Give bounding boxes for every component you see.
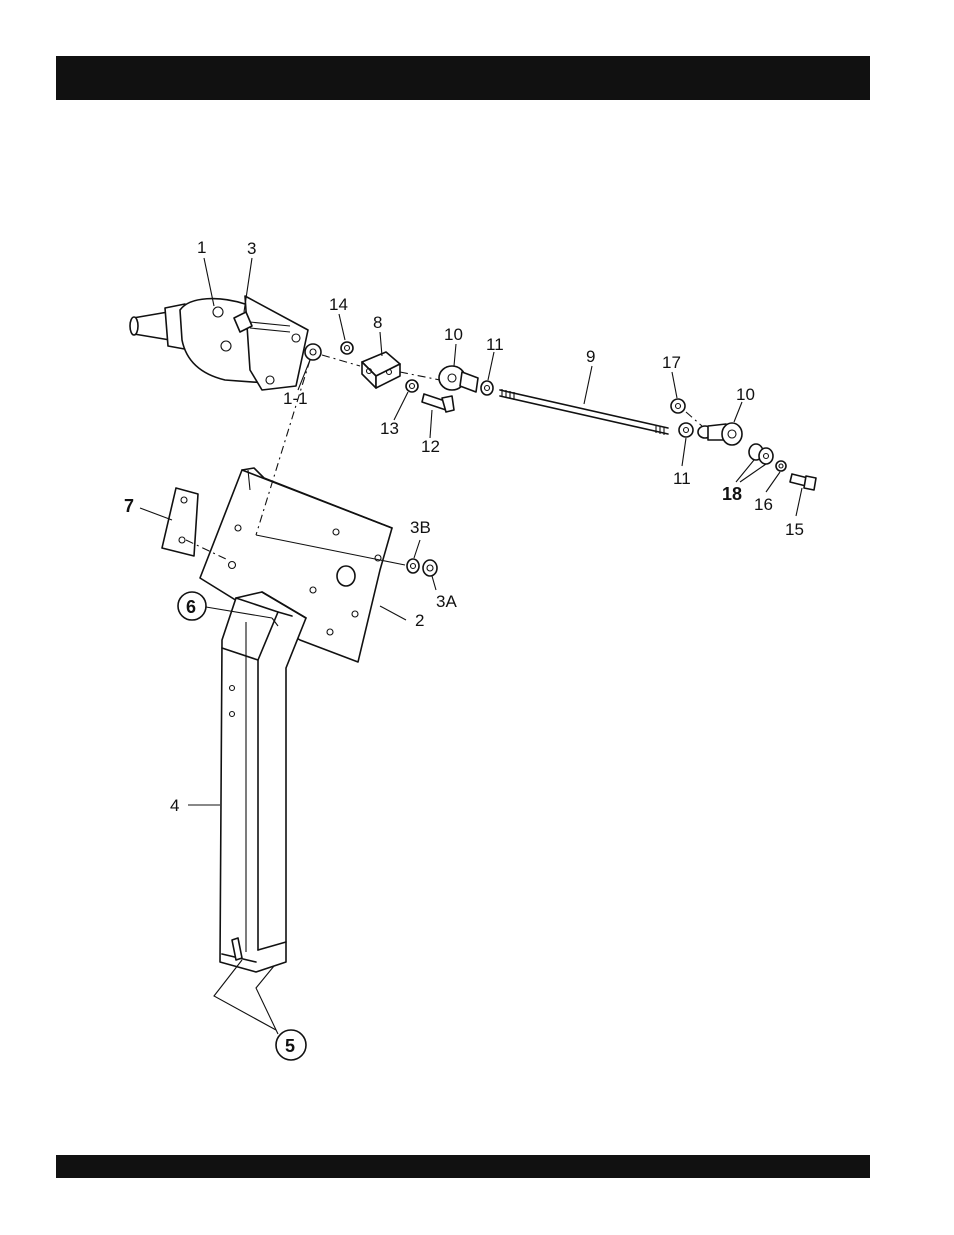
callout-15: 15	[785, 520, 804, 539]
callout-18: 18	[722, 484, 742, 504]
callout-3A: 3A	[436, 592, 457, 611]
callout-6: 6	[186, 597, 196, 617]
callout-4: 4	[170, 796, 179, 815]
callout-7: 7	[124, 496, 134, 516]
callout-17: 17	[662, 353, 681, 372]
callout-5: 5	[285, 1036, 295, 1056]
callout-1-1: 1-1	[283, 389, 308, 408]
callout-1: 1	[197, 238, 206, 257]
callout-3B: 3B	[410, 518, 431, 537]
callout-10a: 10	[444, 325, 463, 344]
callout-9: 9	[586, 347, 595, 366]
callout-16: 16	[754, 495, 773, 514]
callout-14: 14	[329, 295, 348, 314]
callout-12: 12	[421, 437, 440, 456]
callout-8: 8	[373, 313, 382, 332]
callout-2: 2	[415, 611, 424, 630]
callout-10b: 10	[736, 385, 755, 404]
callout-11b: 11	[673, 469, 691, 488]
callout-11a: 11	[486, 335, 504, 354]
callout-3: 3	[247, 239, 256, 258]
motor-assembly	[130, 296, 321, 390]
callout-13: 13	[380, 419, 399, 438]
channel-arm	[220, 592, 306, 972]
